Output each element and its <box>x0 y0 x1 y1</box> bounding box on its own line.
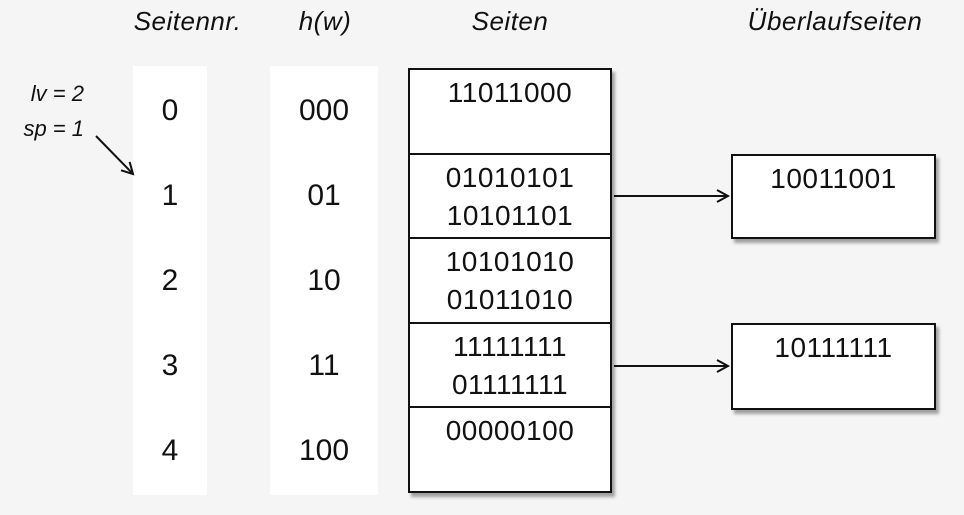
bucket-3: 11111111 01111111 <box>410 321 610 407</box>
page-number-0: 0 <box>161 93 179 127</box>
bucket-2: 10101010 01011010 <box>410 237 610 322</box>
seitennr-column <box>133 66 207 495</box>
column-header-seiten: Seiten <box>471 6 549 36</box>
column-header-seitennr: Seitennr. <box>133 6 242 36</box>
page-number-2: 2 <box>161 263 179 297</box>
overflow-page-row3: 10111111 <box>731 323 936 410</box>
bucket-entry: 10101010 <box>445 246 575 278</box>
overflow-entry: 10011001 <box>770 163 897 194</box>
bucket-1: 01010101 10101101 <box>410 152 610 238</box>
lv-value: lv = 2 <box>30 81 84 106</box>
hash-value-0: 000 <box>298 93 350 127</box>
hash-value-4: 100 <box>298 433 350 467</box>
bucket-entry: 01010101 <box>445 161 575 193</box>
state-annotation: lv = 2 sp = 1 <box>4 76 84 146</box>
bucket-entry: 01111111 <box>451 368 569 400</box>
bucket-entry: 11011000 <box>447 77 573 108</box>
hash-value-1: 01 <box>307 178 341 212</box>
page-number-1: 1 <box>161 178 179 212</box>
page-number-4: 4 <box>161 433 179 467</box>
sp-value: sp = 1 <box>23 116 84 141</box>
hash-value-2: 10 <box>307 263 341 297</box>
overflow-page-row1: 10011001 <box>731 154 936 239</box>
bucket-entry <box>410 112 610 150</box>
pages-box: 11011000 01010101 10101101 10101010 0101… <box>408 68 612 493</box>
column-header-hw: h(w) <box>298 6 352 36</box>
bucket-entry <box>410 450 610 488</box>
bucket-entry: 01011010 <box>446 284 574 316</box>
bucket-4: 00000100 <box>410 406 610 491</box>
column-header-ueberlaufseiten: Überlaufseiten <box>747 6 923 36</box>
bucket-0: 11011000 <box>410 70 610 153</box>
hash-value-3: 11 <box>308 348 340 382</box>
overflow-entry: 10111111 <box>774 332 893 363</box>
hw-column <box>270 66 378 495</box>
page-number-3: 3 <box>161 348 179 382</box>
bucket-entry: 10101101 <box>446 199 574 231</box>
bucket-entry: 00000100 <box>445 415 575 447</box>
split-pointer-arrow-icon <box>95 135 135 176</box>
bucket-entry: 11111111 <box>452 330 568 362</box>
